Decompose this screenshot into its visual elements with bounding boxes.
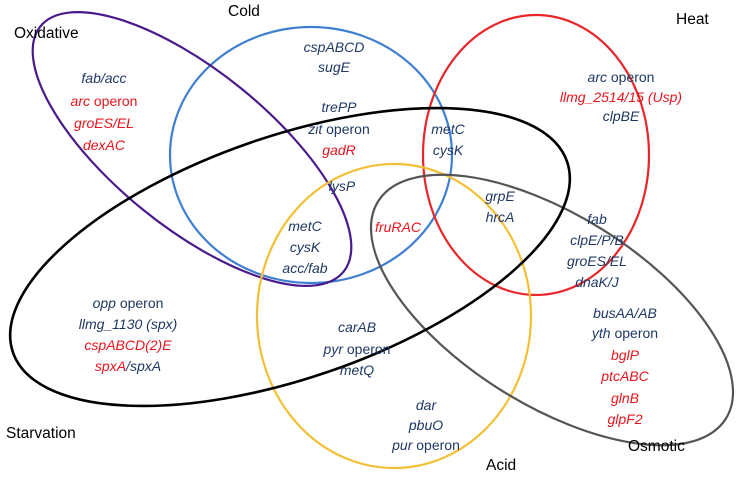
gene-label: clpBE: [603, 108, 640, 124]
gene-label: clpE/P/B: [570, 232, 624, 248]
oxidative-ellipse: [31, 11, 353, 287]
gene-label: arc operon: [71, 93, 138, 109]
gene-label: dexAC: [83, 137, 126, 153]
starvation-ellipse: [8, 106, 572, 408]
gene-label: zit operon: [307, 121, 369, 137]
gene-label: gadR: [322, 142, 355, 158]
gene-label: acc/fab: [282, 260, 327, 276]
gene-label: spxA/spxA: [95, 358, 161, 374]
gene-label: dnaK/J: [575, 274, 620, 290]
gene-label: groES/EL: [567, 253, 627, 269]
gene-label: pur operon: [391, 437, 460, 453]
starvation-label: Starvation: [6, 425, 76, 442]
gene-label: llmg_1130 (spx): [79, 316, 178, 332]
gene-label: cspABCD(2)E: [84, 337, 172, 353]
oxidative-label: Oxidative: [14, 25, 79, 42]
gene-label: ptcABC: [600, 368, 649, 384]
gene-label: trePP: [321, 99, 357, 115]
gene-label: pbuO: [408, 417, 443, 433]
gene-label: metC: [288, 218, 322, 234]
heat-label: Heat: [676, 11, 709, 28]
gene-label: arc operon: [588, 69, 655, 85]
gene-label: llmg_2514/15 (Usp): [560, 89, 682, 105]
gene-label: hrcA: [486, 209, 515, 225]
gene-label: fab: [587, 211, 607, 227]
gene-label: opp operon: [93, 295, 164, 311]
gene-label: cspABCD: [304, 39, 365, 55]
heat-ellipse: [421, 13, 651, 297]
gene-label: cysK: [290, 239, 321, 255]
acid-ellipse: [255, 162, 533, 470]
gene-label: lysP: [329, 178, 356, 194]
gene-label: busAA/AB: [593, 305, 657, 321]
cold-ellipse: [168, 25, 454, 285]
cold-label: Cold: [228, 3, 260, 20]
osmotic-ellipse: [369, 173, 735, 447]
gene-label: groES/EL: [74, 115, 134, 131]
gene-label: metC: [431, 121, 465, 137]
gene-label: dar: [416, 397, 438, 413]
acid-label: Acid: [486, 457, 516, 474]
gene-label: bglP: [611, 347, 640, 363]
gene-label: carAB: [338, 319, 376, 335]
gene-label: yth operon: [591, 325, 658, 341]
gene-label: glnB: [611, 390, 639, 406]
gene-label: grpE: [485, 188, 515, 204]
gene-label: cysK: [433, 142, 464, 158]
gene-label: sugE: [318, 59, 351, 75]
osmotic-label: Osmotic: [628, 438, 685, 455]
gene-label: fab/acc: [81, 70, 126, 86]
gene-label: pyr operon: [323, 341, 391, 357]
gene-label: glpF2: [607, 411, 642, 427]
gene-label: metQ: [340, 362, 374, 378]
gene-label: fruRAC: [375, 219, 422, 235]
